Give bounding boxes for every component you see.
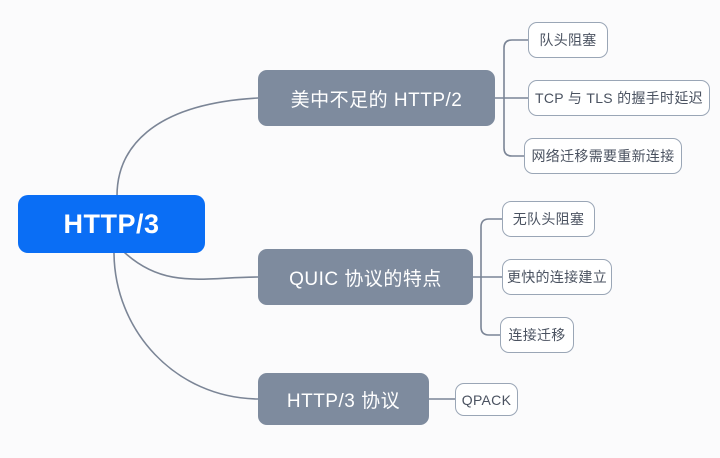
leaf-node-1-1-label: 队头阻塞 bbox=[539, 32, 597, 48]
edge-branch-2-to-leaf-3 bbox=[480, 276, 501, 336]
leaf-node-3-1[interactable]: QPACK bbox=[455, 383, 518, 416]
edge-root-to-branch-2 bbox=[123, 251, 259, 280]
leaf-node-2-1[interactable]: 无队头阻塞 bbox=[502, 201, 595, 237]
edge-branch-2-to-leaf-1 bbox=[480, 218, 503, 278]
leaf-node-1-2[interactable]: TCP 与 TLS 的握手时延迟 bbox=[528, 80, 710, 116]
root-node-label: HTTP/3 bbox=[63, 208, 160, 239]
leaf-node-1-1[interactable]: 队头阻塞 bbox=[528, 22, 608, 58]
branch-node-1-label: 美中不足的 HTTP/2 bbox=[290, 89, 463, 111]
leaf-node-2-3[interactable]: 连接迁移 bbox=[500, 317, 574, 353]
edge-branch-1-to-leaf-1 bbox=[503, 39, 529, 99]
branch-node-3[interactable]: HTTP/3 协议 bbox=[258, 373, 429, 425]
edge-root-to-branch-3 bbox=[113, 251, 259, 400]
leaf-node-1-2-label: TCP 与 TLS 的握手时延迟 bbox=[535, 90, 703, 106]
leaf-node-1-3-label: 网络迁移需要重新连接 bbox=[531, 148, 675, 164]
branch-node-1[interactable]: 美中不足的 HTTP/2 bbox=[258, 70, 495, 126]
leaf-node-2-1-label: 无队头阻塞 bbox=[512, 211, 585, 227]
root-node[interactable]: HTTP/3 bbox=[18, 195, 205, 253]
branch-node-3-label: HTTP/3 协议 bbox=[286, 390, 401, 412]
branch-node-2-label: QUIC 协议的特点 bbox=[289, 268, 442, 290]
leaf-node-3-1-label: QPACK bbox=[461, 391, 512, 408]
leaf-node-1-3[interactable]: 网络迁移需要重新连接 bbox=[524, 138, 682, 174]
leaf-node-2-2-label: 更快的连接建立 bbox=[506, 269, 608, 285]
branch-node-2[interactable]: QUIC 协议的特点 bbox=[258, 249, 473, 305]
edge-root-to-branch-1 bbox=[116, 97, 259, 197]
edge-branch-1-to-leaf-3 bbox=[503, 97, 525, 157]
leaf-node-2-3-label: 连接迁移 bbox=[508, 327, 566, 343]
leaf-node-2-2[interactable]: 更快的连接建立 bbox=[502, 259, 612, 295]
